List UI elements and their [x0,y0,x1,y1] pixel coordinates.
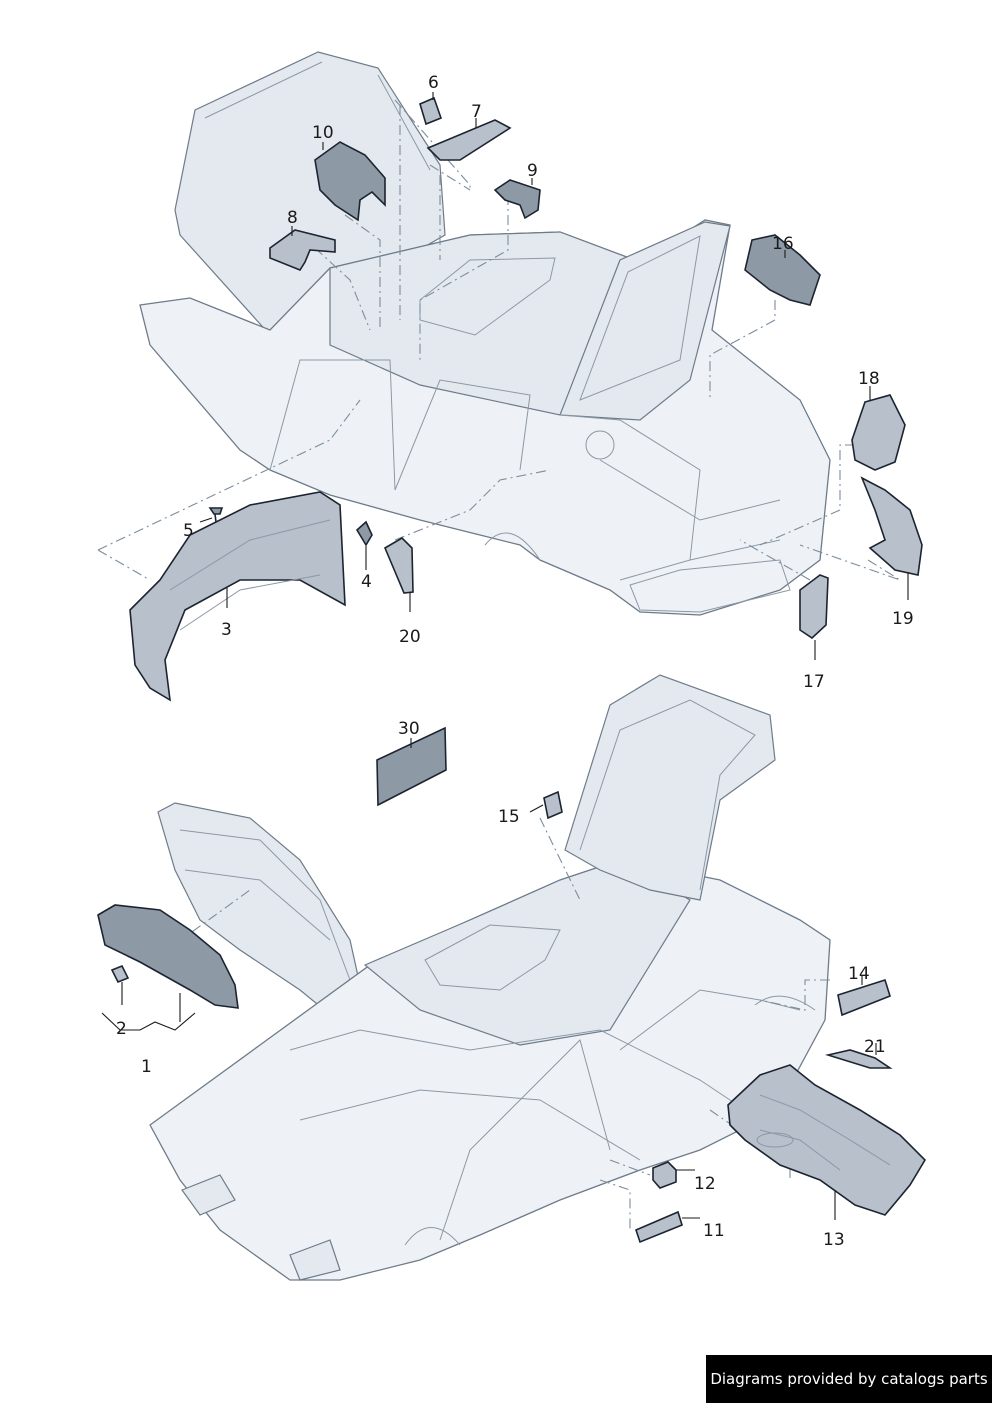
part-13[interactable] [727,1064,927,1220]
callout-7: 7 [471,102,482,122]
footer-credit: Diagrams provided by catalogs parts [706,1355,992,1403]
part-8[interactable] [269,226,336,271]
callout-10: 10 [312,123,334,143]
callout-labels: 6 7 10 9 8 16 18 5 4 3 20 19 17 30 15 14… [116,73,914,1250]
part-12[interactable] [652,1161,695,1189]
callout-12: 12 [694,1174,716,1194]
callout-1: 1 [141,1057,152,1077]
part-11[interactable] [635,1210,700,1244]
callout-15: 15 [498,807,520,827]
part-2-clip[interactable] [110,964,130,1005]
part-9[interactable] [493,178,541,220]
assembly-lines-upper [97,99,901,581]
callout-2: 2 [116,1019,127,1039]
callout-8: 8 [287,208,298,228]
callout-4: 4 [361,572,372,592]
part-7[interactable] [426,118,512,161]
callout-21: 21 [864,1037,886,1057]
part-6[interactable] [419,92,443,126]
callout-14: 14 [848,964,870,984]
part-15[interactable] [529,790,563,820]
part-14[interactable] [837,975,891,1017]
part-20[interactable] [383,536,414,612]
part-19[interactable] [860,476,923,600]
callout-16: 16 [772,234,794,254]
callout-3: 3 [221,620,232,640]
part-21[interactable] [824,1043,893,1069]
callout-17: 17 [803,672,825,692]
upper-car-body [139,51,831,616]
part-4[interactable] [355,520,373,570]
part-17[interactable] [799,574,829,660]
callout-6: 6 [428,73,439,93]
callout-11: 11 [703,1221,725,1241]
part-3[interactable] [129,491,346,702]
callout-18: 18 [858,369,880,389]
part-16[interactable] [744,234,821,306]
bracket-1-2 [101,993,196,1031]
lower-car-body [149,674,831,1281]
callout-20: 20 [399,627,421,647]
part-30[interactable] [376,726,447,807]
callout-19: 19 [892,609,914,629]
part-18[interactable] [851,386,906,471]
part-1-insulation[interactable] [97,904,239,1009]
callout-30: 30 [398,719,420,739]
callout-13: 13 [823,1230,845,1250]
callout-5: 5 [183,521,194,541]
part-10[interactable] [314,141,386,222]
callout-9: 9 [527,161,538,181]
assembly-lines-lower [159,817,830,1230]
